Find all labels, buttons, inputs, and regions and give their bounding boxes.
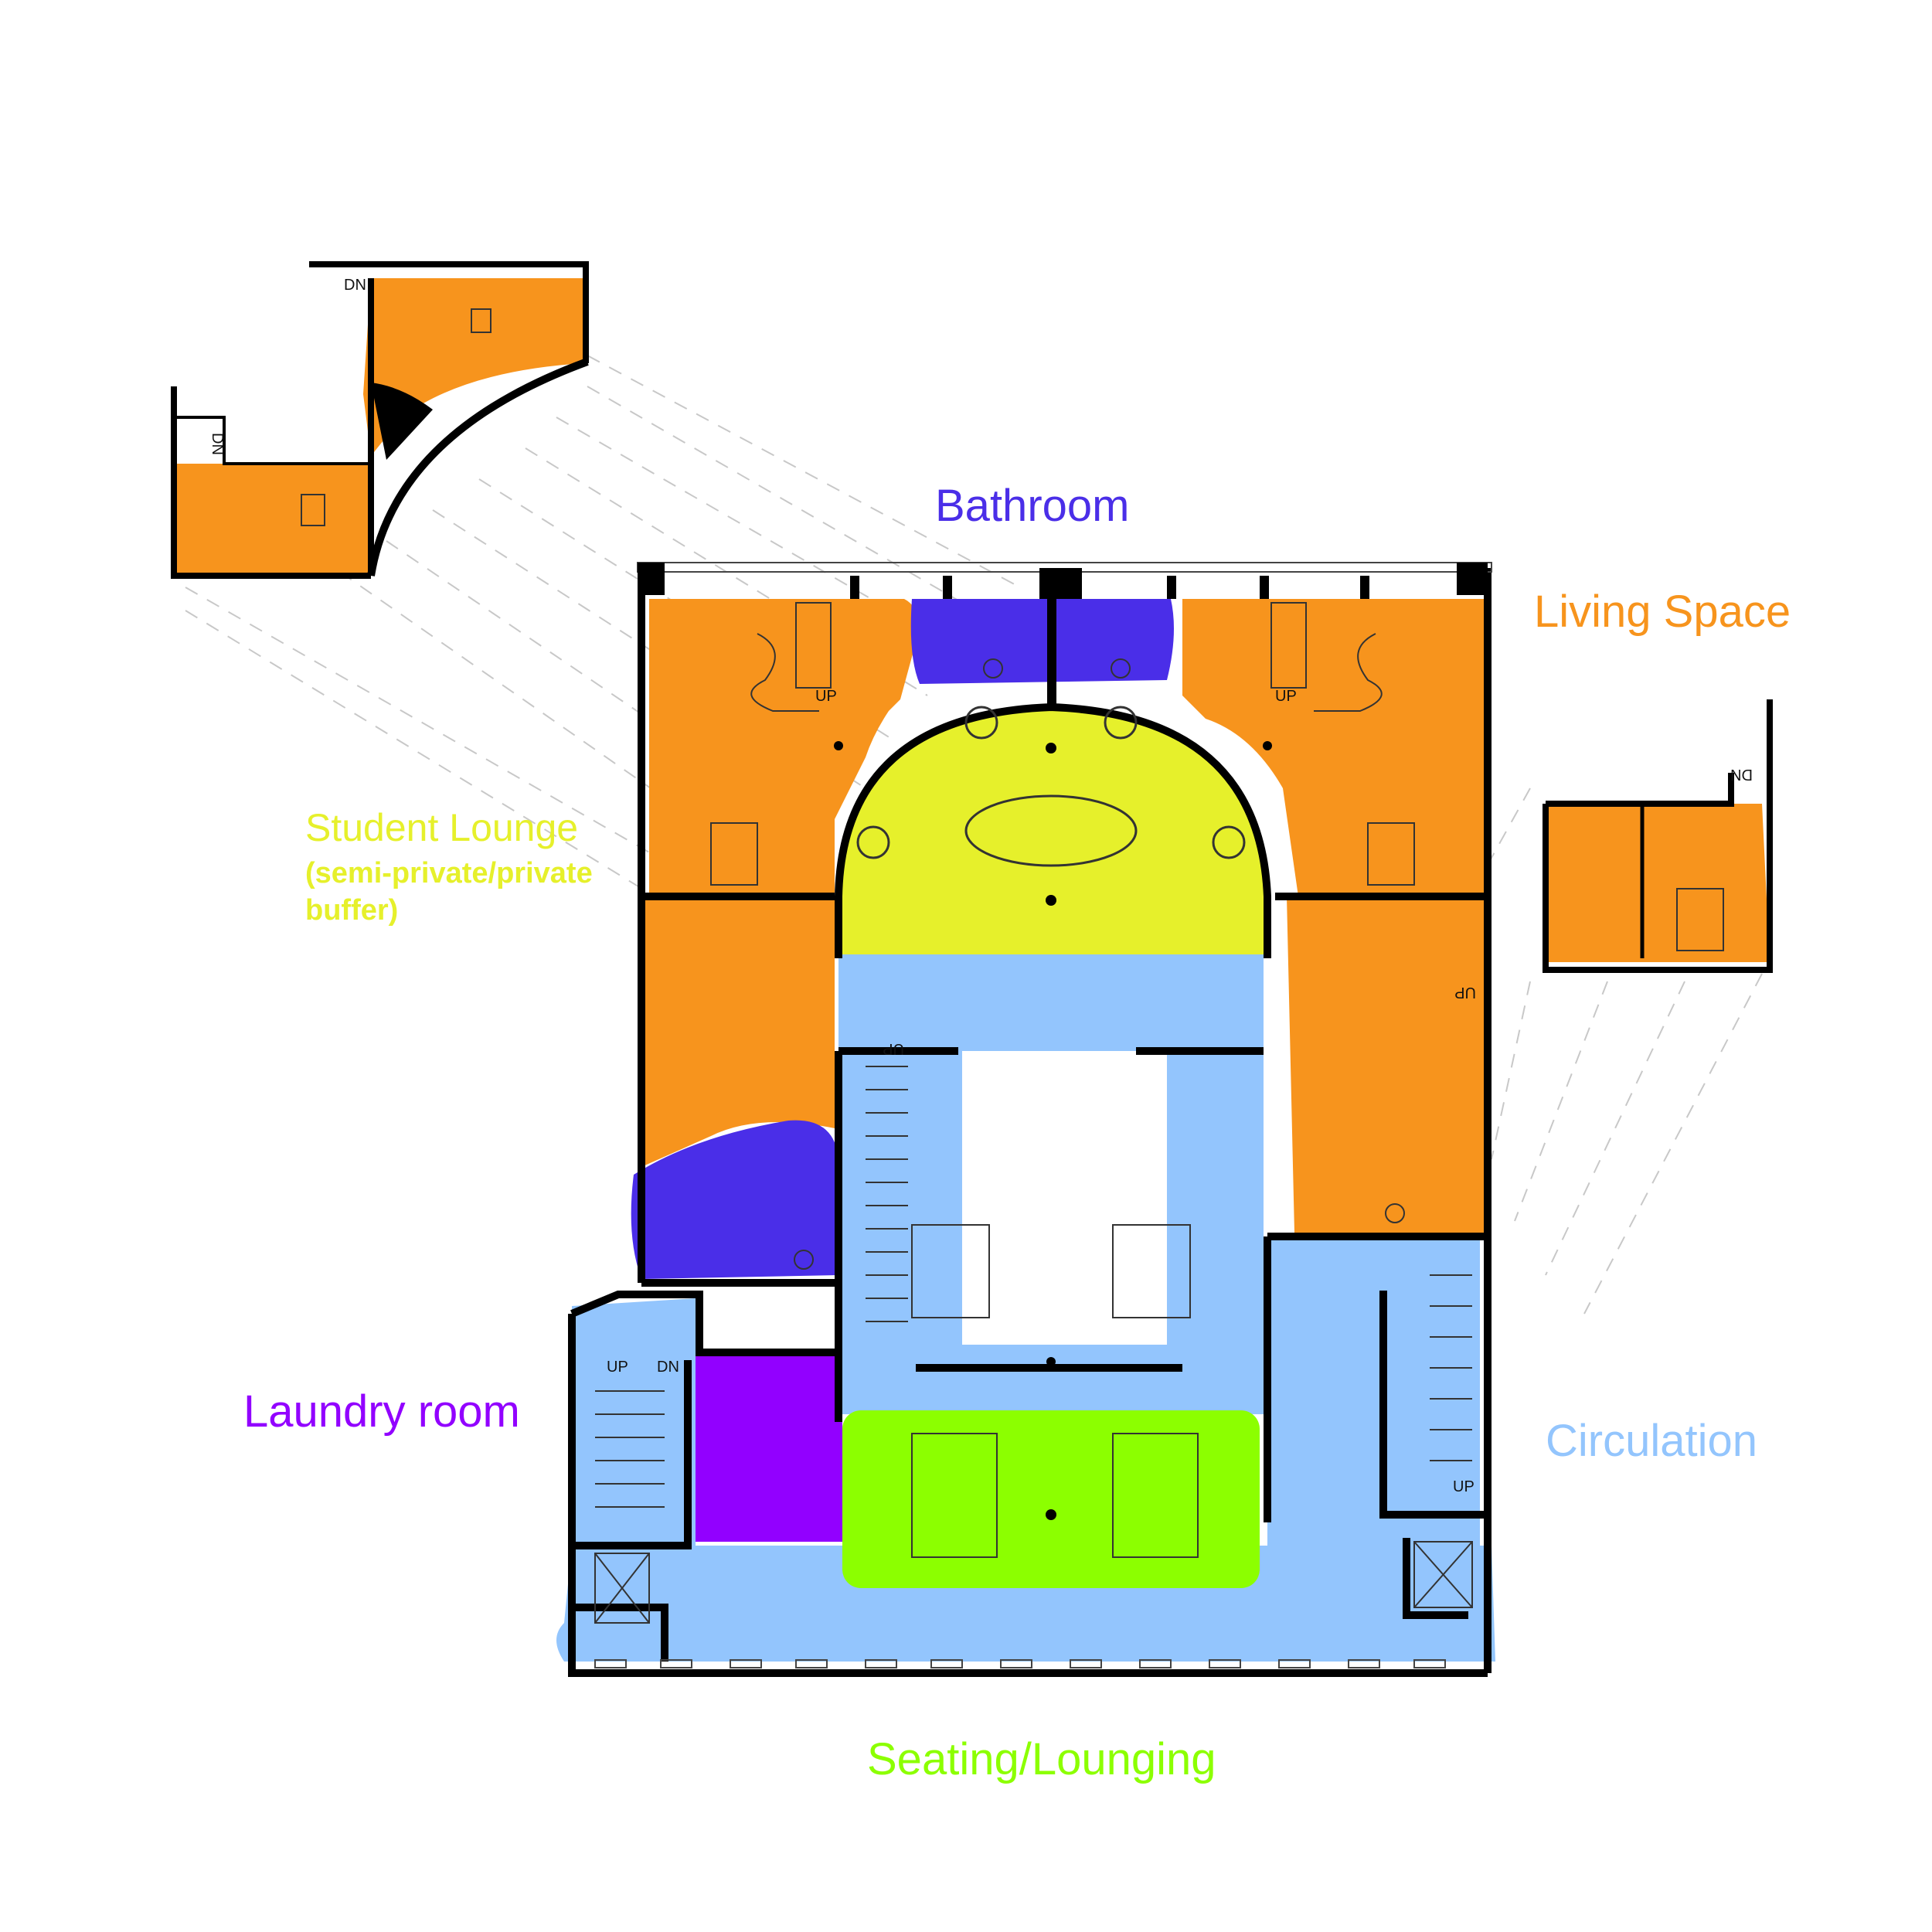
projection-lines	[185, 355, 1763, 1315]
elevators	[594, 1541, 1473, 1624]
label-up-6: UP	[1454, 984, 1476, 1001]
living-space-zones	[641, 599, 1492, 1233]
label-dn-3: DN	[209, 433, 226, 455]
courtyard-void	[962, 1051, 1167, 1345]
inset-right: DN	[1543, 699, 1773, 973]
circulation-zones	[556, 954, 1495, 1662]
legend-seating: Seating/Lounging	[867, 1734, 1216, 1784]
bathroom-zones	[631, 599, 1174, 1279]
label-dn-2: DN	[344, 277, 366, 294]
label-up-2: UP	[1275, 688, 1297, 705]
student-lounge-zone	[838, 707, 1271, 954]
legend-living-space: Living Space	[1534, 587, 1791, 637]
legend-student-lounge-sub2: buffer)	[305, 894, 399, 927]
lounge-furniture	[856, 706, 1246, 1558]
legend-laundry-room: Laundry room	[243, 1386, 520, 1437]
stair-treads	[595, 1066, 1472, 1508]
label-up-1: UP	[815, 688, 837, 705]
label-up-5: UP	[607, 1359, 628, 1376]
room-furniture	[710, 602, 1415, 1270]
plan-dots	[834, 741, 1272, 1520]
seating-zone	[842, 1410, 1260, 1588]
bottom-facade-windows	[594, 1659, 1446, 1668]
legend-student-lounge: Student Lounge	[305, 806, 579, 849]
inset-top-left: DN DN	[171, 261, 589, 579]
label-dn-1: DN	[657, 1359, 679, 1376]
legend-circulation: Circulation	[1546, 1416, 1757, 1466]
label-dn-4: DN	[1730, 766, 1753, 783]
label-up-3: UP	[883, 1040, 904, 1057]
laundry-zone	[696, 1352, 842, 1542]
legend-student-lounge-sub1: (semi-private/private	[305, 857, 593, 889]
legend-bathroom: Bathroom	[935, 481, 1130, 531]
label-up-4: UP	[1453, 1478, 1475, 1495]
top-facade	[637, 562, 1492, 707]
